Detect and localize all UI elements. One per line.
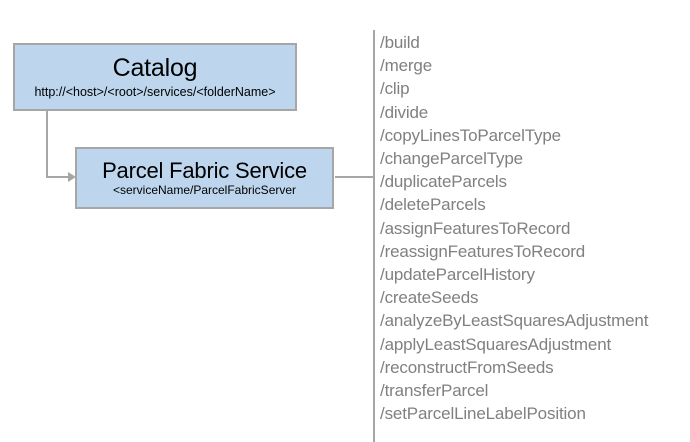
operation-list-item[interactable]: /applyLeastSquaresAdjustment: [380, 334, 612, 354]
operation-list-item[interactable]: /divide: [380, 102, 429, 122]
operation-list-item[interactable]: /deleteParcels: [380, 195, 486, 215]
operations-list: /build/merge/clip/divide/copyLinesToParc…: [380, 31, 680, 425]
arrowhead-icon: [68, 172, 76, 182]
connector-catalog-horizontal-segment: [46, 176, 72, 178]
node-catalog-url: http://<host>/<root>/services/<folderNam…: [34, 84, 276, 99]
operation-list-item[interactable]: /updateParcelHistory: [380, 265, 535, 285]
operations-divider: [373, 30, 375, 442]
operation-list-item[interactable]: /reconstructFromSeeds: [380, 357, 554, 377]
connector-service-to-operations: [335, 176, 374, 178]
operation-list-item[interactable]: /transferParcel: [380, 381, 489, 401]
operation-list-item[interactable]: /copyLinesToParcelType: [380, 125, 561, 145]
node-catalog-title: Catalog: [112, 53, 198, 82]
operation-list-item[interactable]: /duplicateParcels: [380, 172, 507, 192]
operation-list-item[interactable]: /assignFeaturesToRecord: [380, 218, 571, 238]
operation-list-item[interactable]: /analyzeByLeastSquaresAdjustment: [380, 311, 649, 331]
operation-list-item[interactable]: /reassignFeaturesToRecord: [380, 241, 586, 261]
connector-catalog-vertical-segment: [46, 110, 48, 178]
operation-list-item[interactable]: /createSeeds: [380, 288, 479, 308]
operation-list-item[interactable]: /merge: [380, 56, 433, 76]
node-parcel-fabric-service-path: <serviceName/ParcelFabricServer: [112, 182, 297, 197]
operation-list-item[interactable]: /setParcelLineLabelPosition: [380, 404, 586, 424]
node-parcel-fabric-service[interactable]: Parcel Fabric Service <serviceName/Parce…: [75, 147, 334, 209]
operation-list-item[interactable]: /clip: [380, 79, 410, 99]
node-catalog[interactable]: Catalog http://<host>/<root>/services/<f…: [13, 43, 297, 111]
operation-list-item[interactable]: /changeParcelType: [380, 149, 523, 169]
node-parcel-fabric-service-title: Parcel Fabric Service: [102, 158, 307, 184]
operation-list-item[interactable]: /build: [380, 33, 420, 52]
